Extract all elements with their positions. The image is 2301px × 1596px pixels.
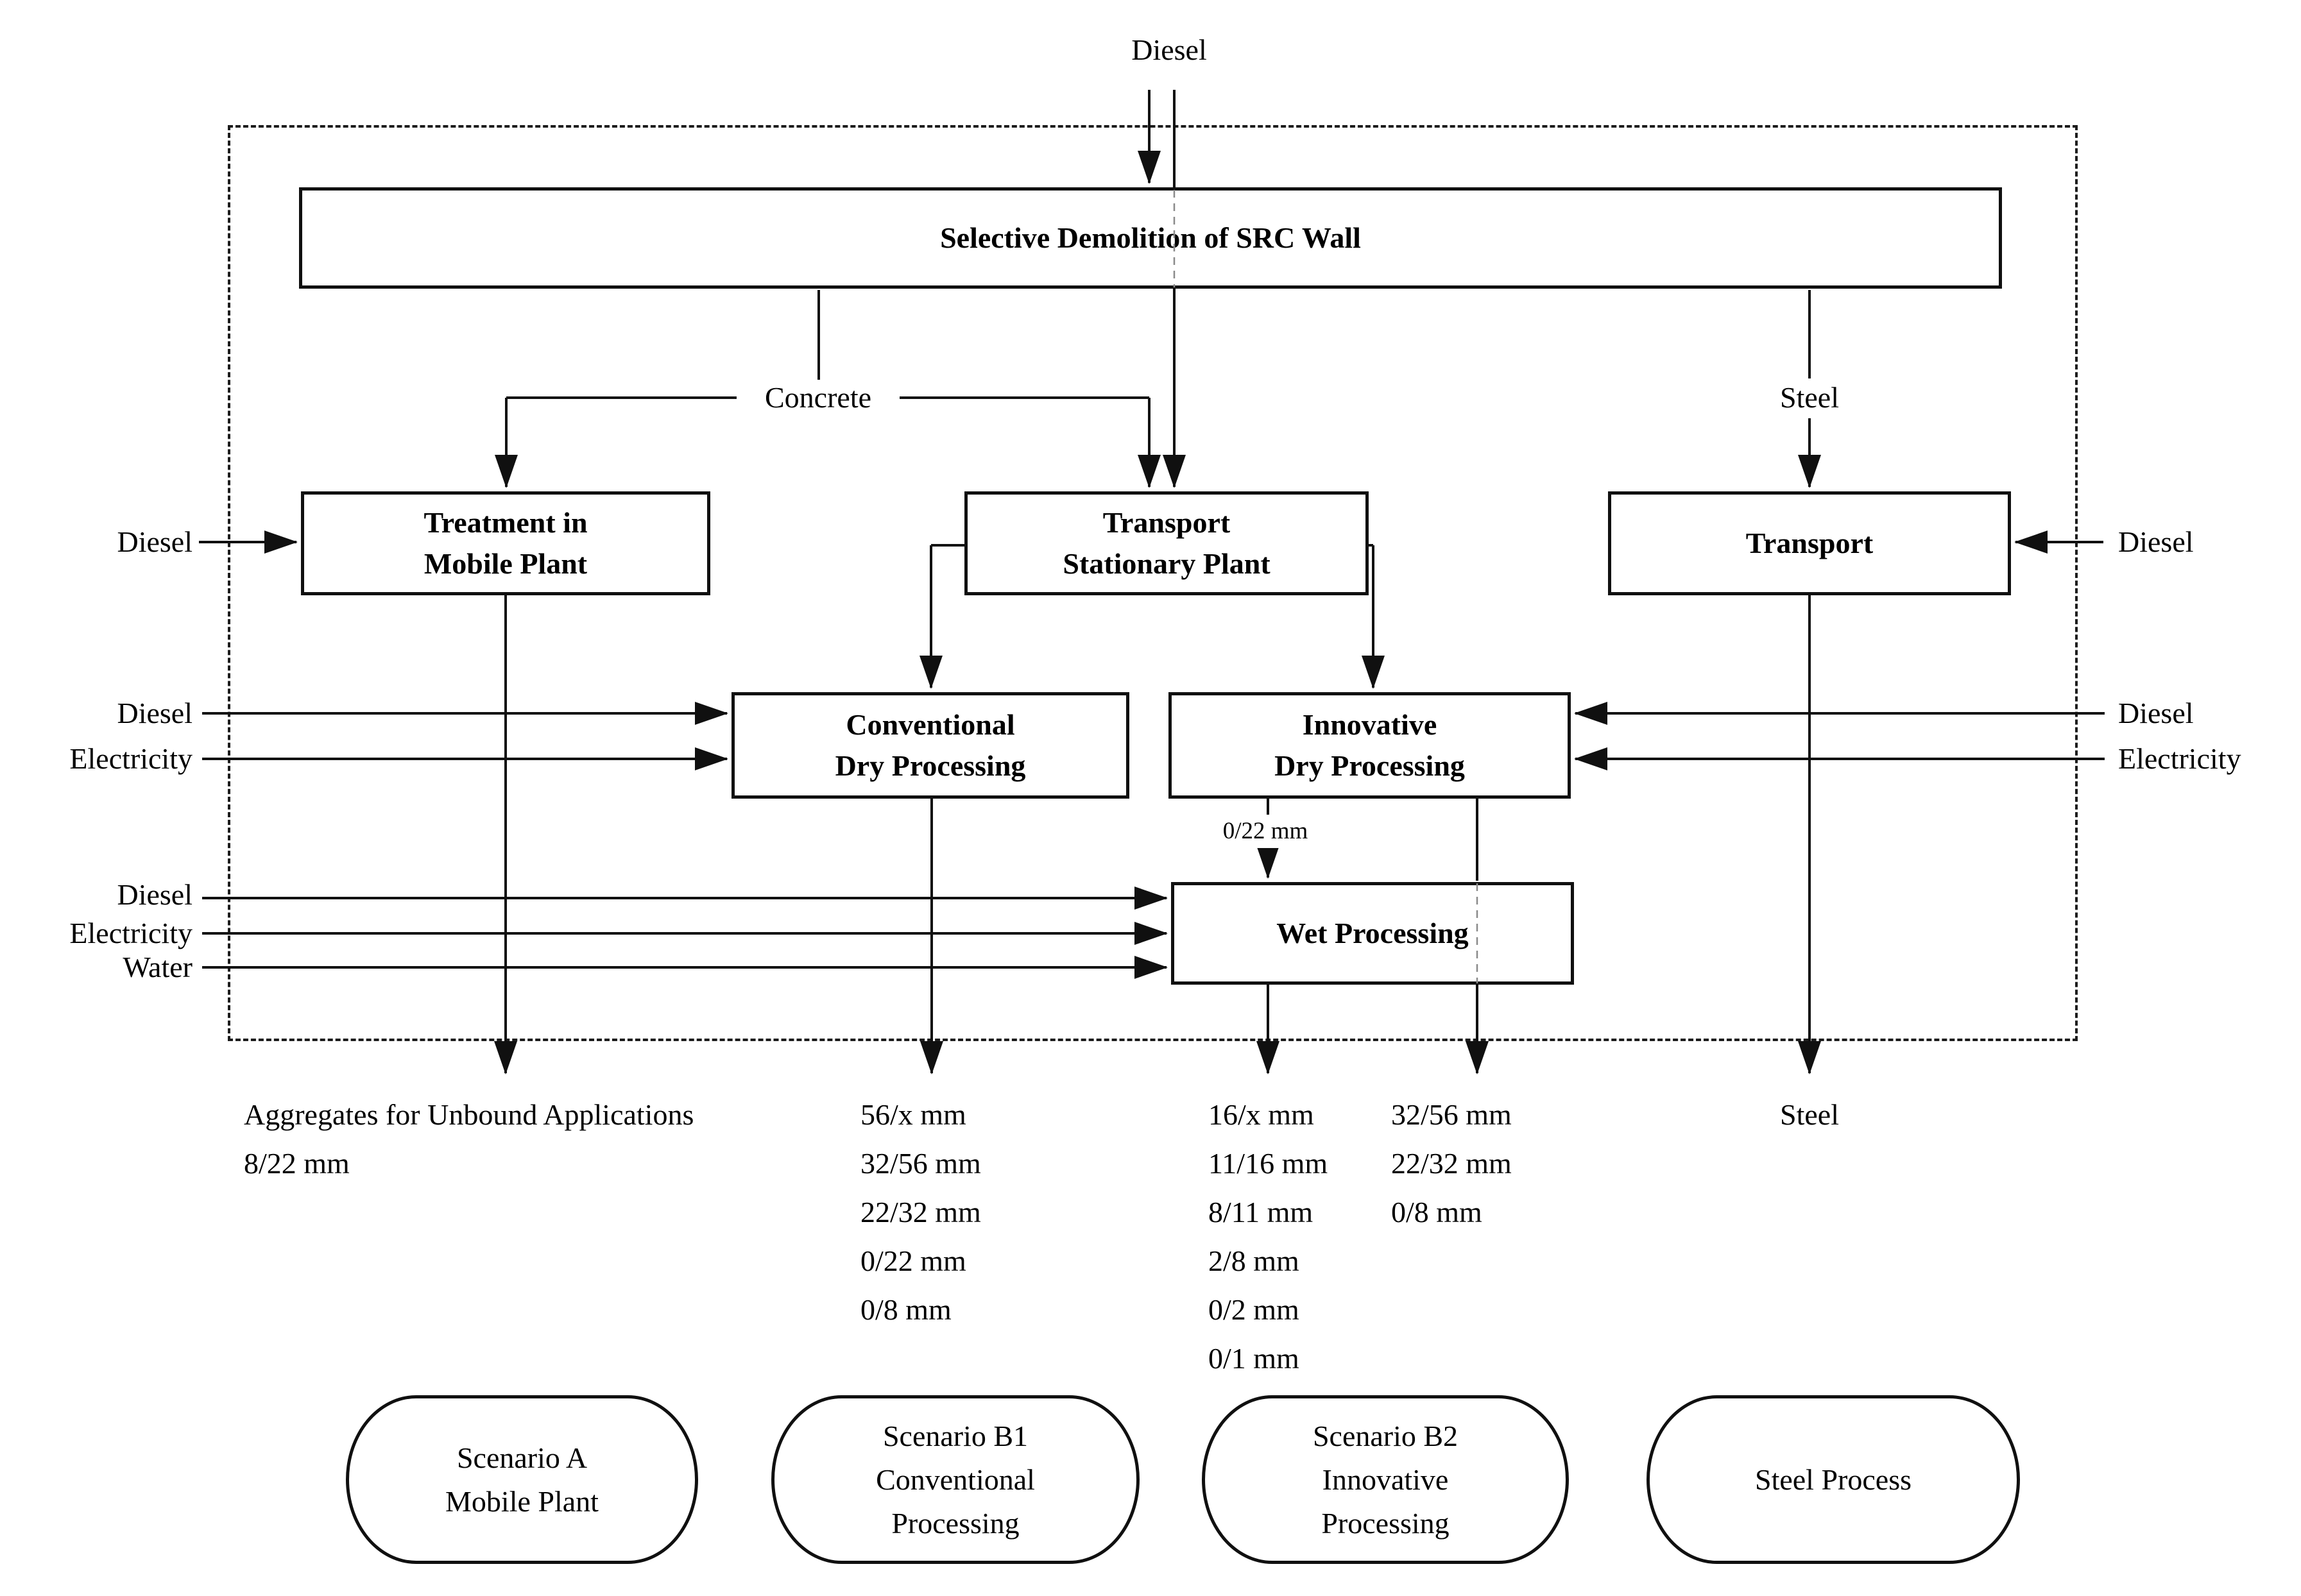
- stationary-plant-split-lines: [920, 544, 1385, 689]
- output-item: 0/8 mm: [860, 1293, 952, 1326]
- output-item: 16/x mm: [1208, 1098, 1314, 1131]
- output-item: 32/56 mm: [860, 1147, 981, 1180]
- final-output-arrows: [494, 595, 1821, 1074]
- scenario-b1-line1: Scenario B1: [882, 1419, 1029, 1452]
- output-conventional-fractions: 56/x mm 32/56 mm 22/32 mm 0/22 mm 0/8 mm: [860, 1091, 981, 1334]
- scenario-b2-line2: Innovative: [1322, 1463, 1449, 1496]
- output-item: 11/16 mm: [1208, 1147, 1328, 1180]
- scenario-a-node: Scenario A Mobile Plant: [346, 1395, 698, 1564]
- output-item: 0/1 mm: [1208, 1342, 1299, 1375]
- label-input-electricity-conventional: Electricity: [69, 742, 192, 775]
- box-treatment-mobile-plant: Treatment in Mobile Plant: [301, 491, 710, 595]
- scenario-b1-node: Scenario B1 Conventional Processing: [771, 1395, 1140, 1564]
- box-wet-processing-label: Wet Processing: [1276, 917, 1469, 949]
- scenario-b1-line2: Conventional: [876, 1463, 1035, 1496]
- output-item: 2/8 mm: [1208, 1244, 1299, 1277]
- box-conventional-line1: Conventional: [846, 708, 1015, 741]
- output-item: 0/22 mm: [860, 1244, 966, 1277]
- scenario-a-line2: Mobile Plant: [445, 1484, 599, 1518]
- output-steel: Steel: [1780, 1098, 1839, 1131]
- label-input-diesel-treatment: Diesel: [117, 525, 192, 558]
- right-input-arrows: [1574, 531, 2105, 770]
- output-item: 56/x mm: [860, 1098, 966, 1131]
- output-item: 22/32 mm: [1391, 1147, 1512, 1180]
- label-intermediate-0-22mm: 0/22 mm: [1188, 815, 1342, 848]
- label-input-electricity-innovative: Electricity: [2118, 742, 2241, 775]
- box-treatment-line1: Treatment in: [423, 506, 588, 539]
- label-input-diesel-wet: Diesel: [117, 878, 192, 911]
- box-innovative-line1: Innovative: [1302, 708, 1437, 741]
- top-diesel-arrows: [1138, 90, 1186, 488]
- output-item: 22/32 mm: [860, 1196, 981, 1228]
- box-transport-stationary-plant: Transport Stationary Plant: [964, 491, 1369, 595]
- label-material-steel: Steel: [1780, 381, 1839, 414]
- system-boundary-dashed-box: [228, 125, 2078, 1041]
- label-input-diesel-innovative: Diesel: [2118, 697, 2194, 729]
- output-item: 32/56 mm: [1391, 1098, 1512, 1131]
- label-material-concrete: Concrete: [764, 381, 872, 414]
- box-conventional-dry-processing: Conventional Dry Processing: [731, 692, 1129, 799]
- box-transport-stationary-line1: Transport: [1102, 506, 1231, 539]
- box-selective-demolition: Selective Demolition of SRC Wall: [299, 187, 2002, 289]
- box-transport-stationary-line2: Stationary Plant: [1063, 547, 1270, 580]
- label-input-diesel-conventional: Diesel: [117, 697, 192, 729]
- output-8-22mm: 8/22 mm: [244, 1147, 350, 1180]
- box-transport: Transport: [1608, 491, 2011, 595]
- output-innovative-coarse-fractions: 32/56 mm 22/32 mm 0/8 mm: [1391, 1091, 1512, 1237]
- scenario-a-line1: Scenario A: [456, 1441, 588, 1474]
- output-aggregates-label: Aggregates for Unbound Applications: [244, 1098, 694, 1131]
- output-item: 0/2 mm: [1208, 1293, 1299, 1326]
- box-conventional-line2: Dry Processing: [835, 749, 1026, 782]
- label-input-electricity-wet: Electricity: [69, 917, 192, 949]
- box-wet-processing: Wet Processing: [1171, 882, 1574, 985]
- output-item: 0/8 mm: [1391, 1196, 1482, 1228]
- output-item: 8/11 mm: [1208, 1196, 1313, 1228]
- scenario-steel-process-node: Steel Process: [1647, 1395, 2020, 1564]
- concrete-branch-lines: [495, 290, 1161, 488]
- box-innovative-line2: Dry Processing: [1274, 749, 1465, 782]
- label-input-water-wet: Water: [123, 951, 192, 983]
- box-transport-label: Transport: [1745, 527, 1874, 559]
- scenario-b2-node: Scenario B2 Innovative Processing: [1202, 1395, 1569, 1564]
- label-input-diesel-transport: Diesel: [2118, 525, 2194, 558]
- box-innovative-dry-processing: Innovative Dry Processing: [1168, 692, 1571, 799]
- label-input-diesel-top: Diesel: [1131, 33, 1207, 66]
- box-selective-demolition-label: Selective Demolition of SRC Wall: [940, 221, 1361, 254]
- box-treatment-line2: Mobile Plant: [423, 547, 588, 580]
- scenario-b2-line3: Processing: [1321, 1506, 1450, 1540]
- scenario-b1-line3: Processing: [891, 1506, 1020, 1540]
- left-input-arrows: [199, 531, 1168, 979]
- scenario-steel-line1: Steel Process: [1754, 1463, 1912, 1496]
- output-mobile-plant: Aggregates for Unbound Applications 8/22…: [244, 1091, 694, 1188]
- scenario-b2-line1: Scenario B2: [1312, 1419, 1458, 1452]
- output-innovative-fine-fractions: 16/x mm 11/16 mm 8/11 mm 2/8 mm 0/2 mm 0…: [1208, 1091, 1328, 1383]
